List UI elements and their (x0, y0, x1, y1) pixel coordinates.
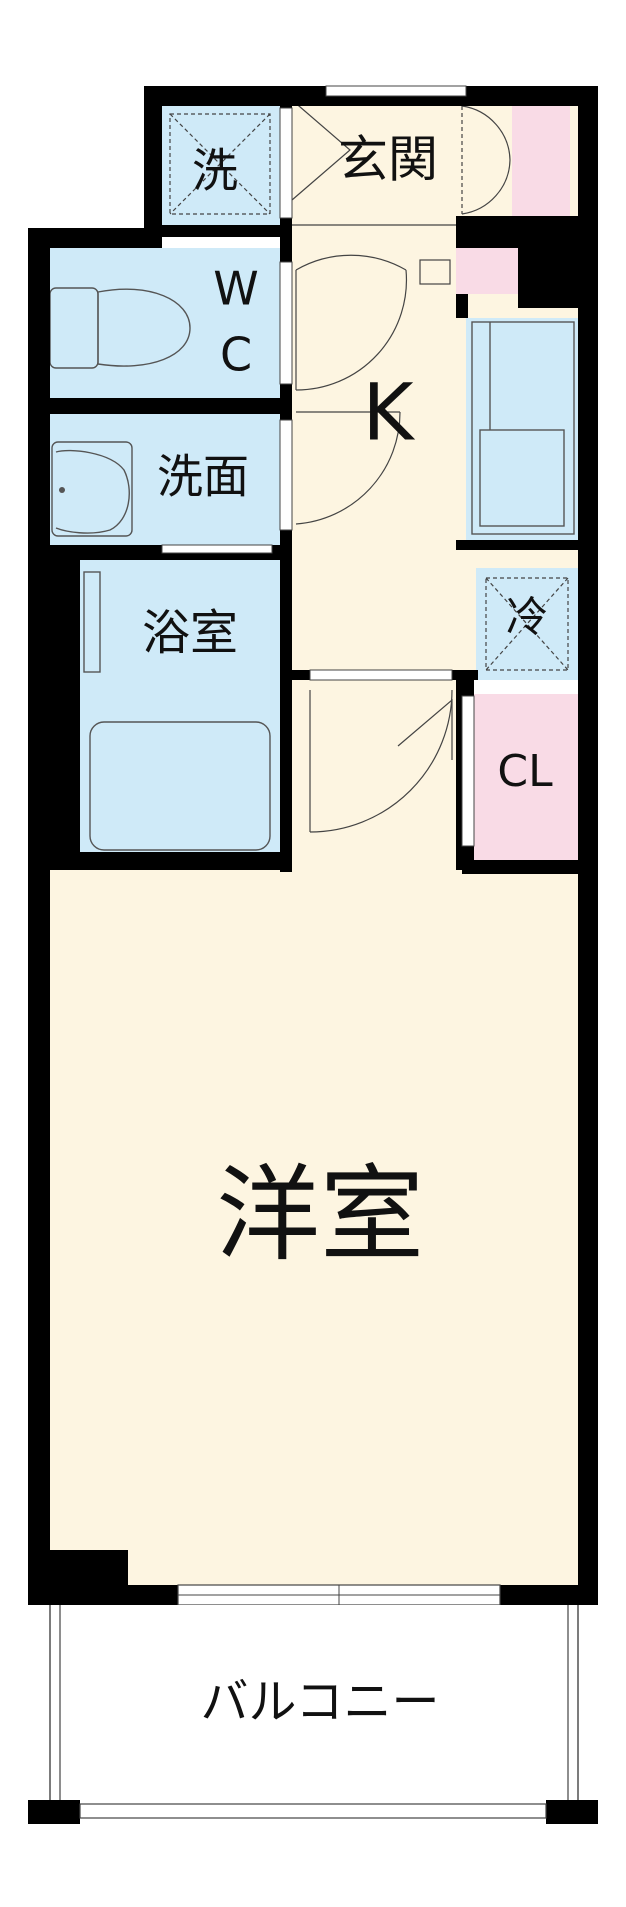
shoe-cabinet (512, 106, 570, 216)
label-bathroom: 浴室 (142, 605, 238, 661)
label-closet: CL (497, 746, 553, 797)
label-laundry: 洗 (192, 144, 238, 198)
door-gap-hall (309, 669, 453, 681)
floor-closet (474, 694, 578, 862)
floor-bathroom (80, 560, 280, 852)
bathtub-icon (83, 571, 271, 851)
kitchen-counter (466, 318, 578, 540)
label-entrance: 玄関 (338, 131, 438, 189)
entrance-door-swing (461, 105, 511, 215)
door-gap-closet (461, 695, 475, 847)
laundry-pan-icon (169, 113, 271, 215)
floor-hall (292, 680, 462, 870)
balcony (28, 1605, 598, 1824)
label-kitchen: K (362, 368, 415, 458)
label-washroom: 洗面 (157, 450, 249, 504)
floor-toilet (50, 248, 280, 398)
washroom-door-swing (295, 411, 401, 525)
fridge-icon (485, 577, 569, 671)
entrance-small-cabinet (456, 248, 518, 294)
corridor-partition (292, 224, 456, 285)
laundry-door-swing (291, 99, 351, 201)
door-gap-western (300, 860, 456, 870)
window-balcony (177, 1584, 501, 1606)
toilet-door-swing (295, 254, 408, 391)
door-gap-washroom (279, 419, 293, 531)
hall-door-swing (309, 689, 453, 833)
floor-western-room (50, 870, 578, 1585)
label-toilet-c: C (220, 328, 252, 382)
door-gap-laundry (279, 107, 293, 219)
floor-washroom (50, 414, 280, 545)
kitchen-sink-icon (471, 321, 575, 535)
window-washroom (161, 544, 273, 554)
label-western-room: 洋室 (216, 1153, 424, 1275)
door-gap-toilet (279, 261, 293, 385)
wash-basin-icon (51, 441, 133, 537)
label-toilet-w: W (213, 262, 258, 316)
label-fridge: 冷 (506, 593, 548, 642)
label-balcony: バルコニー (200, 1674, 439, 1730)
window-top (325, 85, 467, 97)
